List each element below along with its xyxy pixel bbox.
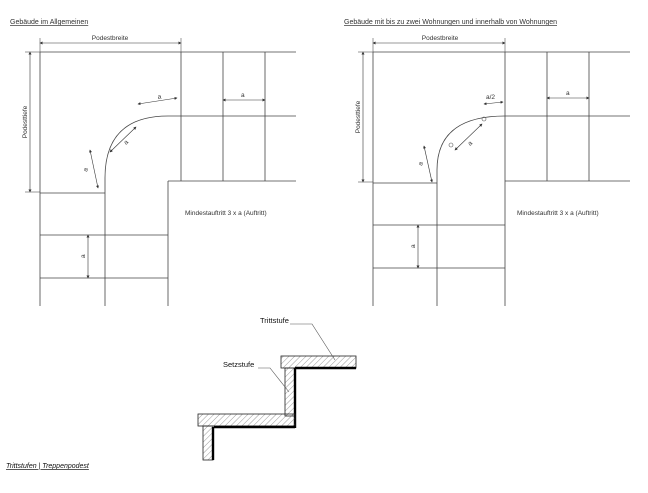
svg-text:a: a xyxy=(123,139,131,147)
riser-callout: Setzstufe xyxy=(223,360,254,369)
left-plan: Gebäude im Allgemeinen Podestbreite Pode… xyxy=(10,19,296,306)
stair-section: Trittstufe Setzstufe xyxy=(197,316,357,461)
svg-text:a: a xyxy=(417,161,425,167)
caption: Trittstufen | Treppenpodest xyxy=(6,463,90,470)
upper-tread xyxy=(280,355,357,369)
left-plan-title: Gebäude im Allgemeinen xyxy=(10,19,88,26)
lower-riser xyxy=(202,425,214,461)
svg-text:Podestbreite: Podestbreite xyxy=(422,35,459,42)
depth-label: Podesttiefe xyxy=(22,105,29,138)
svg-text:a: a xyxy=(80,254,87,258)
walking-curve xyxy=(104,115,169,193)
svg-text:a: a xyxy=(410,244,417,248)
svg-text:a: a xyxy=(241,92,245,99)
svg-text:a: a xyxy=(467,140,475,148)
lower-tread xyxy=(197,413,296,427)
svg-text:a: a xyxy=(566,90,570,97)
svg-text:a: a xyxy=(82,167,90,173)
svg-text:a/2: a/2 xyxy=(486,94,495,101)
right-plan-title: Gebäude mit bis zu zwei Wohnungen und in… xyxy=(344,19,557,26)
svg-text:a: a xyxy=(157,93,162,101)
right-plan: Gebäude mit bis zu zwei Wohnungen und in… xyxy=(344,19,630,306)
min-tread-note: Mindestauftritt 3 x a (Auftritt) xyxy=(185,210,267,217)
tread-callout: Trittstufe xyxy=(260,316,289,325)
upper-riser xyxy=(284,367,296,417)
svg-text:Mindestauftritt 3 x a (Auftrit: Mindestauftritt 3 x a (Auftritt) xyxy=(517,210,599,217)
width-label: Podestbreite xyxy=(92,35,129,42)
svg-text:Podesttiefe: Podesttiefe xyxy=(355,100,362,133)
